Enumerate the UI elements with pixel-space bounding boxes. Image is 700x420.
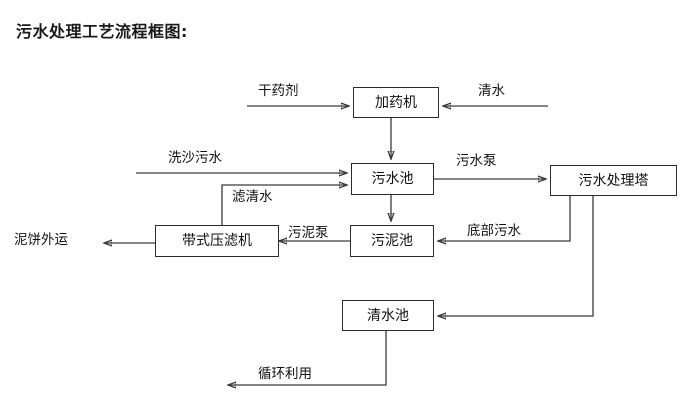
label-clean-water-in: 清水 (478, 83, 505, 99)
label-sewage-pump: 污水泵 (456, 153, 497, 169)
node-dosing-machine[interactable]: 加药机 (353, 87, 439, 118)
wire-bottom-sewage-to-sludge-pool (438, 196, 571, 241)
page-title: 污水处理工艺流程框图: (16, 22, 188, 41)
label-mud-cake-out: 泥饼外运 (14, 232, 68, 248)
node-sewage-pool[interactable]: 污水池 (351, 163, 434, 195)
label-dry-agent: 干药剂 (258, 83, 299, 99)
label-bottom-sewage: 底部污水 (467, 223, 521, 239)
wire-tower-to-clean-water-pool (438, 196, 594, 316)
label-sand-wash-sewage: 洗沙污水 (168, 150, 222, 166)
wire-clean-water-pool-to-recycle (228, 331, 387, 385)
wire-filtrate-to-sewage-pool (221, 185, 347, 225)
label-filtrate-clear-water: 滤清水 (232, 189, 273, 205)
node-clean-water-pool[interactable]: 清水池 (342, 300, 434, 331)
node-belt-filter-press[interactable]: 带式压滤机 (155, 225, 279, 257)
label-recycle-use: 循环利用 (258, 366, 312, 382)
node-sludge-pool[interactable]: 污泥池 (350, 225, 434, 257)
node-treatment-tower[interactable]: 污水处理塔 (550, 165, 677, 196)
label-sludge-pump: 污泥泵 (288, 225, 329, 241)
